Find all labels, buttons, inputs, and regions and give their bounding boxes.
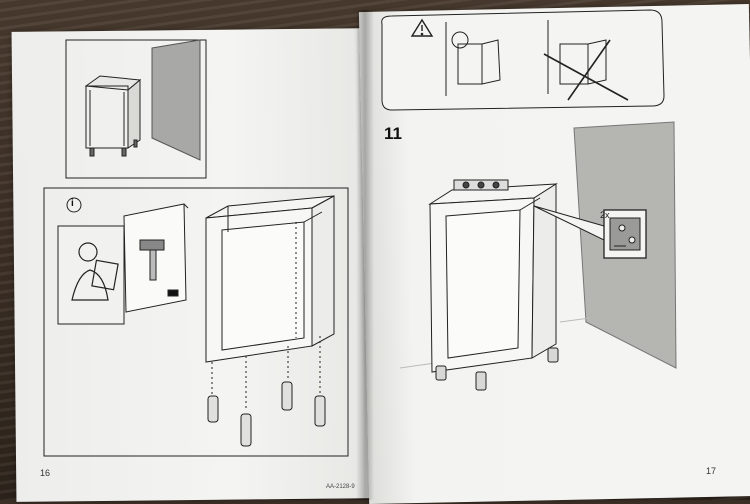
instruction-booklet-icon: [123, 203, 189, 313]
info-icon: [66, 197, 82, 213]
document-code: AA-2128-9: [326, 484, 355, 490]
right-page-number: 17: [706, 466, 717, 476]
spirit-level-icon: [453, 179, 509, 191]
cabinet-small-sketch: [84, 75, 142, 157]
left-page-number: 16: [40, 468, 51, 478]
bottom-panel-frame: [43, 187, 349, 457]
wrong-wall-cabinet-sketch: [543, 20, 629, 101]
cabinet-legs: [207, 336, 326, 447]
cabinet-frame-step11: [428, 183, 558, 373]
reading-figure-box: [57, 225, 125, 325]
cabinet-legs-step11: [435, 347, 559, 391]
cabinet-frame-large: [205, 195, 335, 363]
quantity-label: 2x: [600, 210, 610, 220]
info-badge-text: i: [71, 198, 74, 209]
reading-figure-icon: [71, 242, 119, 301]
warning-panel-frame: [381, 9, 665, 111]
wall-texture: [151, 39, 201, 161]
correct-wall-cabinet-sketch: [445, 22, 501, 96]
book-spine: [356, 10, 374, 500]
step-number: 11: [384, 124, 402, 143]
top-panel-frame: [65, 39, 207, 179]
